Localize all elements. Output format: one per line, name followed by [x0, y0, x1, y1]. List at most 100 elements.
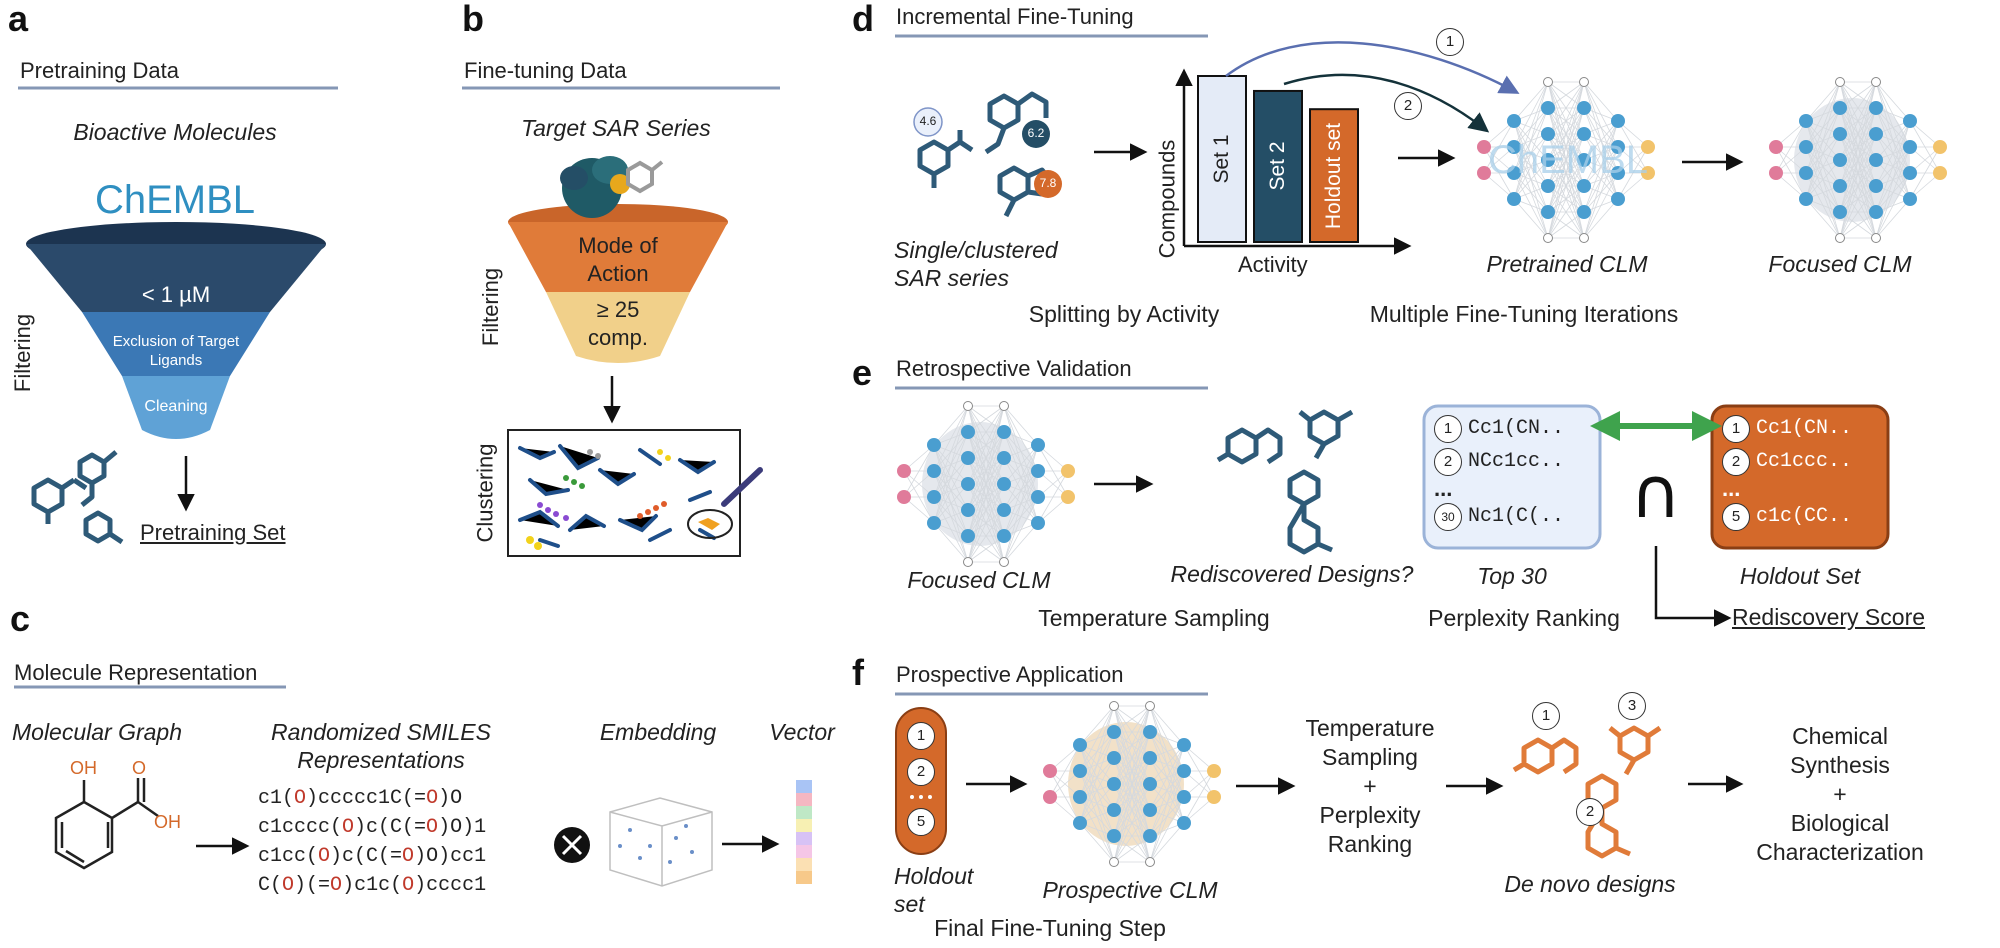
- smiles-fragment: c1cccc(: [258, 816, 343, 839]
- smiles-fragment: )c(C(=: [330, 845, 403, 868]
- network-node: [1577, 205, 1591, 219]
- bar-label: Set 1: [1210, 134, 1233, 184]
- funnel-moa-line-2: Action: [587, 261, 649, 286]
- sampling-line: +: [1363, 773, 1377, 799]
- list-rank: 2: [1722, 447, 1750, 476]
- smiles-fragment: )ccccc1C(=: [306, 787, 427, 810]
- sar-series-label: Single/clustered SAR series: [894, 236, 1094, 292]
- de-novo-label: De novo designs: [1504, 871, 1676, 897]
- atom-label-oh-1: OH: [70, 758, 97, 778]
- network-node: [961, 477, 975, 491]
- clustering-plot: [507, 429, 763, 557]
- funnel-cleaning-label: Cleaning: [144, 398, 208, 415]
- funnel-moa-label: Mode of Action: [546, 232, 690, 288]
- list-smiles: Nc1(C(..: [1468, 505, 1565, 528]
- list-rank: 30: [1434, 502, 1462, 531]
- multiply-icon: [554, 827, 590, 863]
- network-node: [1109, 857, 1119, 867]
- splitting-label: Splitting by Activity: [1028, 301, 1220, 327]
- smiles-fragment: c1(: [258, 787, 295, 810]
- network-node: [1031, 490, 1045, 504]
- retrospective-heading: Retrospective Validation: [896, 356, 1132, 381]
- smiles-line: c1(O)ccccc1C(=O)O: [258, 784, 486, 813]
- network-node: [1143, 725, 1157, 739]
- pill-rank: 2: [907, 758, 935, 786]
- design-number-3: 3: [1618, 692, 1646, 720]
- finetuning-funnel: [508, 204, 728, 363]
- outcome-line: +: [1833, 781, 1847, 807]
- vector-cell: [796, 793, 812, 806]
- network-node: [1143, 803, 1157, 817]
- list-item: 2 Cc1ccc..: [1722, 445, 1852, 478]
- design-number-3-text: 3: [1618, 692, 1646, 720]
- network-node: [1507, 114, 1521, 128]
- network-node: [1579, 77, 1589, 87]
- network-node: [1061, 464, 1075, 478]
- network-node: [1541, 153, 1555, 167]
- pretrained-watermark: ChEMBL: [1487, 138, 1649, 182]
- smiles-oxygen: O: [426, 787, 439, 810]
- network-node: [1799, 192, 1813, 206]
- network-node: [1107, 751, 1121, 765]
- network-node: [1835, 233, 1845, 243]
- network-node: [1107, 803, 1121, 817]
- network-node: [1207, 764, 1221, 778]
- network-node: [1903, 166, 1917, 180]
- finetuning-heading: Fine-tuning Data: [464, 58, 627, 83]
- smiles-oxygen: O: [402, 874, 415, 897]
- pretraining-set-label: Pretraining Set: [140, 520, 286, 545]
- panel-letter-f: f: [852, 652, 864, 693]
- network-node: [997, 451, 1011, 465]
- smiles-oxygen: O: [330, 874, 343, 897]
- network-node: [1577, 127, 1591, 141]
- network-node: [1543, 233, 1553, 243]
- network-node: [1577, 101, 1591, 115]
- network-node: [1177, 764, 1191, 778]
- smiles-fragment: )O)1: [438, 816, 487, 839]
- network-node: [1177, 738, 1191, 752]
- score-arrow: [1654, 546, 1732, 627]
- pill-rank: 1: [907, 722, 935, 750]
- score-badge-mid: 6.2: [1027, 126, 1045, 140]
- incremental-heading: Incremental Fine-Tuning: [896, 4, 1134, 29]
- design-number-1: 1: [1532, 702, 1560, 730]
- network-node: [1641, 140, 1655, 154]
- network-node: [1799, 140, 1813, 154]
- network-node: [1143, 829, 1157, 843]
- sar-series-line-1: Single/clustered: [894, 237, 1058, 263]
- network-node: [1833, 205, 1847, 219]
- smiles-fragment: c1cc(: [258, 845, 319, 868]
- network-node: [1507, 140, 1521, 154]
- pill-item: 1: [902, 718, 940, 754]
- outcome-line: Synthesis: [1790, 752, 1890, 778]
- network-node: [1869, 205, 1883, 219]
- list-rank: 1: [1434, 414, 1462, 443]
- network-node: [1579, 233, 1589, 243]
- list-smiles: Cc1ccc..: [1756, 450, 1853, 473]
- prospective-heading: Prospective Application: [896, 662, 1124, 687]
- final-finetuning-label: Final Fine-Tuning Step: [934, 915, 1166, 941]
- list-item: 30 Nc1(C(..: [1434, 500, 1564, 533]
- network-node: [1507, 192, 1521, 206]
- funnel-count-line-1: ≥ 25: [596, 297, 640, 322]
- network-node: [1107, 829, 1121, 843]
- holdout-set-label-f: Holdout set: [894, 862, 994, 918]
- network-node: [1869, 179, 1883, 193]
- network-node: [999, 401, 1009, 411]
- network-node: [1073, 790, 1087, 804]
- network-node: [1903, 140, 1917, 154]
- pretraining-funnel: [26, 222, 326, 439]
- network-node: [1143, 751, 1157, 765]
- sar-series-molecules: [917, 91, 1055, 218]
- list-smiles: Cc1(CN..: [1756, 417, 1853, 440]
- panel-letter-b: b: [462, 0, 484, 39]
- iteration-marker-1: 1: [1436, 28, 1464, 56]
- network-node: [961, 529, 975, 543]
